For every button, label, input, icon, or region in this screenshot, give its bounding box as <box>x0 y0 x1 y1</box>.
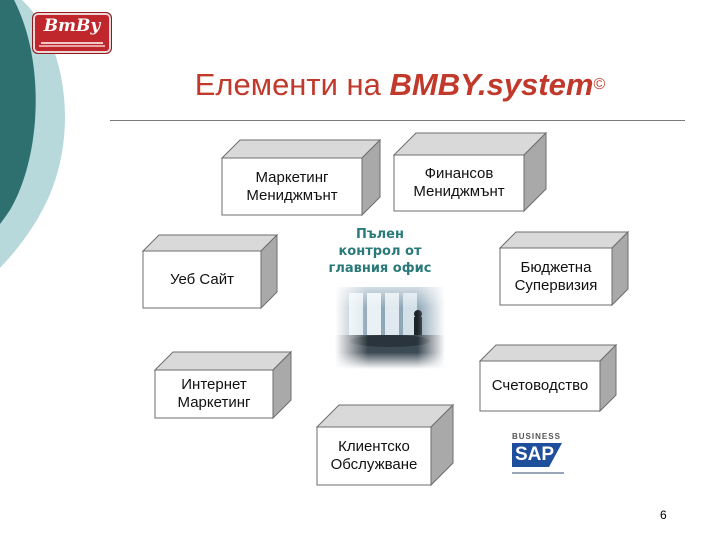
box-front-face <box>499 247 613 306</box>
box-shape <box>498 230 630 307</box>
box-top-face <box>153 351 293 371</box>
box-top-face <box>315 404 455 428</box>
box-front-face <box>316 426 432 486</box>
box-web-site: Уеб Сайт <box>141 233 279 310</box>
sap-name: SAP <box>515 444 555 465</box>
box-front-face <box>221 157 363 216</box>
box-label: Счетоводство <box>491 377 589 394</box>
box-front-face <box>154 369 274 419</box>
title-divider <box>110 120 685 121</box>
office-photo <box>335 287 445 369</box>
sap-business-logo: BUSINESS SAP <box>512 432 570 478</box>
box-shape <box>153 350 293 420</box>
box-front-face <box>142 250 262 309</box>
sap-underline <box>512 472 564 474</box>
sap-logo-block: SAP <box>512 443 562 467</box>
box-label: Уеб Сайт <box>169 270 235 288</box>
logo-text: BmBy <box>43 16 101 36</box>
box-shape <box>478 343 618 413</box>
decorative-teal-shapes <box>0 0 65 268</box>
box-top-face <box>220 139 382 159</box>
sap-tag: BUSINESS <box>512 432 561 441</box>
logo-tagline-bar <box>39 45 105 47</box>
box-top-face <box>141 234 279 252</box>
box-front-face <box>479 360 601 412</box>
box-shape <box>220 138 382 217</box>
box-front-face <box>393 154 525 212</box>
logo-underline <box>41 42 103 44</box>
bmby-logo: BmBy <box>32 12 112 54</box>
box-top-face <box>392 132 548 156</box>
box-top-face <box>478 344 618 362</box>
page-number: 6 <box>660 508 667 522</box>
box-shape <box>141 233 279 310</box>
box-accounting: Счетоводство <box>478 343 618 413</box>
copyright-symbol: © <box>593 76 606 93</box>
slide-title: Елементи на BMBY.system© <box>120 63 680 107</box>
box-shape <box>315 403 455 487</box>
title-brand: BMBY.system <box>389 67 594 102</box>
box-shape <box>392 131 548 213</box>
title-prefix: Елементи на <box>194 67 390 102</box>
box-top-face <box>498 231 630 249</box>
